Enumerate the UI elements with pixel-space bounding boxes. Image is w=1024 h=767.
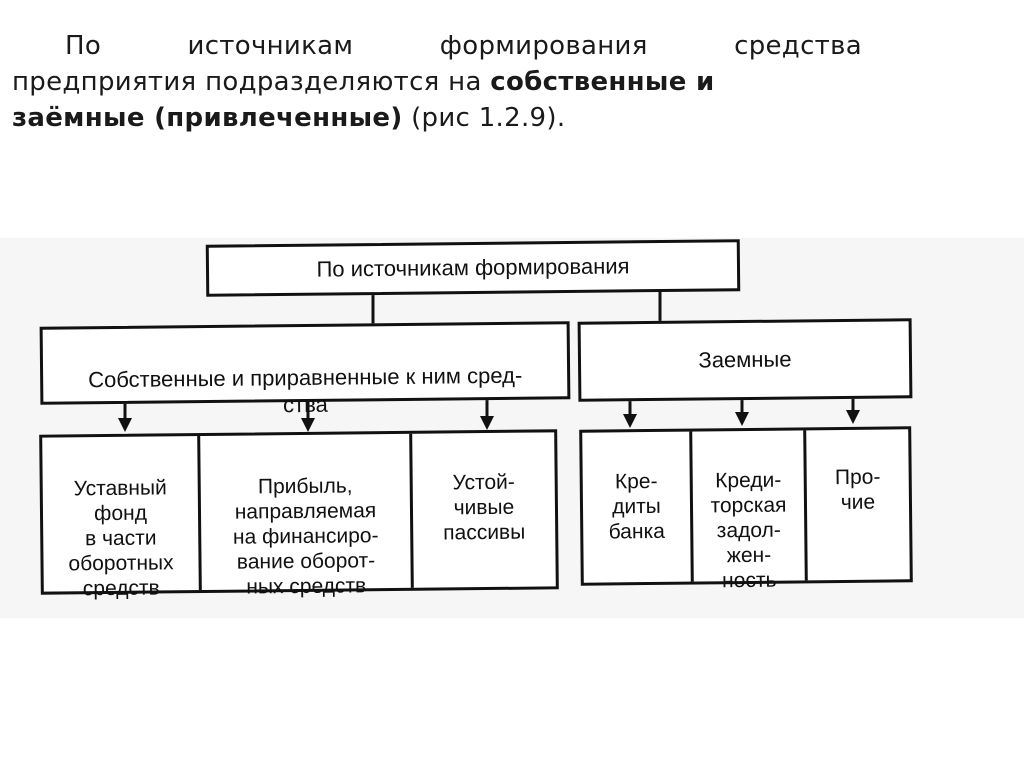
borrowed-item-1-label: Кре- диты банка	[608, 469, 665, 544]
borrowed-item-2-label: Креди- торская задол- жен- ность	[710, 468, 787, 593]
word: По	[65, 31, 102, 61]
plain-text: (рис 1.2.9).	[402, 103, 566, 133]
borrowed-funds-box: Заемные	[577, 318, 913, 402]
bold-text: собственные и	[490, 67, 715, 97]
intro-paragraph: По источникам формирования средства пред…	[12, 28, 862, 136]
borrowed-item-1: Кре- диты банка	[582, 431, 694, 583]
borrowed-item-3-label: Про- чие	[834, 465, 881, 515]
own-items-row: Уставный фонд в части оборотных средств …	[39, 429, 559, 600]
own-item-2: Прибыль, направляемая на финансиро- вани…	[200, 433, 414, 599]
word: формирования	[439, 31, 648, 61]
borrowed-funds-title: Заемные	[698, 346, 792, 373]
plain-text: предприятия подразделяются на	[12, 67, 491, 97]
paragraph-line-2: предприятия подразделяются на собственны…	[12, 64, 862, 100]
own-funds-box: Собственные и приравненные к ним сред- с…	[39, 321, 571, 417]
own-item-3-label: Устой- чивые пассивы	[443, 470, 526, 545]
own-item-1-label: Уставный фонд в части оборотных средств	[68, 476, 174, 601]
borrowed-items-row: Кре- диты банка Креди- торская задол- же…	[579, 426, 913, 592]
bold-text: заёмные (привлеченные)	[12, 103, 403, 133]
paragraph-line-3: заёмные (привлеченные) (рис 1.2.9).	[12, 100, 862, 136]
word: средства	[734, 31, 862, 61]
borrowed-item-3: Про- чие	[806, 429, 910, 580]
word: источникам	[187, 31, 354, 61]
own-item-3: Устой- чивые пассивы	[412, 432, 556, 587]
borrowed-item-2: Креди- торская задол- жен- ность	[692, 430, 808, 592]
root-box: По источникам формирования	[205, 239, 741, 297]
root-label: По источникам формирования	[316, 253, 630, 282]
paragraph-line-1: По источникам формирования средства	[12, 28, 862, 64]
own-item-2-label: Прибыль, направляемая на финансиро- вани…	[232, 474, 379, 599]
own-item-1: Уставный фонд в части оборотных средств	[42, 436, 202, 600]
